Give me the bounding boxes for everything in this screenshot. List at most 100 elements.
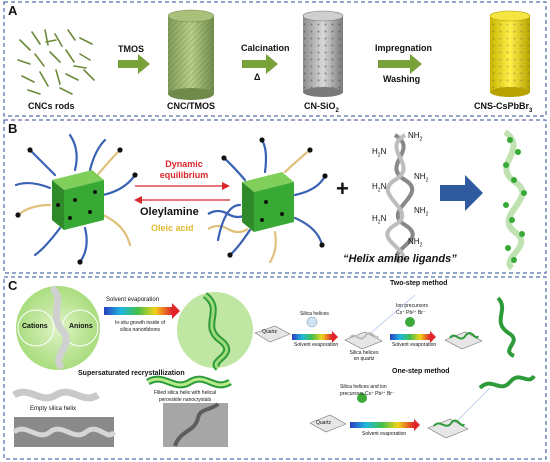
equilibrium-line-1: Dynamic (165, 159, 203, 169)
silica-helices-on-quartz (349, 332, 379, 340)
nh2-right-2: NH2 (414, 172, 428, 184)
insitu-line-2: silica nanoribbons (119, 327, 161, 333)
perovskite-helices-on-quartz (449, 332, 479, 340)
nh2-right-2-sub: 2 (425, 177, 429, 184)
helix-nanocrystal-chain (503, 129, 527, 271)
nanocrystal-right (216, 137, 328, 264)
arrow-calcination (242, 54, 278, 74)
cn-sio2-text: CN-SiO (304, 101, 336, 111)
filled-line-1: Filled silica helix with helical (154, 390, 216, 396)
label-cn-sio2: CN-SiO2 (304, 101, 339, 114)
insitu-line-1: In-situ growth inside of (114, 320, 166, 326)
label-quartz-1: Quartz (262, 329, 278, 335)
label-two-step-method: Two-step method (390, 280, 448, 287)
label-step-washing: Washing (383, 74, 421, 84)
nh2-right-1-text: NH (408, 131, 420, 140)
one-step-droplet (357, 393, 367, 403)
h2n-left-2-h: H (372, 182, 378, 191)
label-cations: Cations (22, 323, 48, 330)
panel-c-frame (3, 276, 547, 460)
rainbow-arrow-head (172, 303, 180, 319)
h2n-left-3: H2N (372, 214, 387, 226)
nh2-right-1-sub: 2 (419, 136, 423, 143)
rainbow-arrow-two-step-1 (292, 334, 332, 340)
rainbow-arrow-solvent-evaporation (104, 307, 172, 315)
label-one-step-line-1: Silica helices and ion (340, 384, 387, 390)
cns-cspbbr3-cylinder (489, 10, 531, 97)
label-oleic-acid: Oleic acid (151, 223, 194, 233)
nh2-right-4-text: NH (408, 237, 420, 246)
arrow-impregnation (378, 54, 422, 74)
arrow-tmos (118, 54, 150, 74)
nh2-right-1: NH2 (408, 131, 422, 143)
cnc-rods-cluster (17, 29, 95, 95)
label-one-step-method: One-step method (392, 368, 450, 375)
zoom-line-1 (371, 294, 416, 333)
silica-helices-droplet (306, 316, 318, 328)
label-silica-helices: Silica helices (300, 311, 329, 317)
label-anions: Anions (69, 323, 93, 330)
h2n-left-1: H2N (372, 147, 387, 159)
rainbow-arrow-head-3 (430, 331, 436, 343)
silica-on-quartz-line-2: on quartz (353, 356, 375, 362)
rainbow-arrow-head-2 (332, 331, 338, 343)
nh2-right-3: NH2 (414, 206, 428, 218)
label-supersaturated: Supersaturated recrystallization (78, 370, 185, 377)
ion-precursor-droplet (405, 317, 415, 327)
h2n-left-1-sub: 2 (377, 152, 381, 159)
label-solvent-evap-small-3: Solvent evaporation (362, 431, 407, 437)
cnc-tmos-cylinder (167, 9, 215, 100)
h2n-left-3-h: H (372, 214, 378, 223)
nh2-right-4: NH2 (408, 237, 422, 249)
h2n-left-2-sub: 2 (377, 187, 381, 194)
quartz-substrate-2 (309, 414, 347, 433)
quartz-with-perovskite (444, 331, 483, 350)
empty-silica-helix-image (12, 388, 100, 402)
cn-sio2-cylinder (302, 10, 344, 97)
cations-anions-circle (16, 285, 100, 371)
tem-filled-helix-pattern (173, 402, 220, 447)
label-step-tmos: TMOS (118, 44, 144, 54)
rainbow-arrow-two-step-2 (390, 334, 430, 340)
label-solvent-evaporation-main: Solvent evaporation (106, 297, 160, 303)
h2n-left-3-sub: 2 (377, 219, 381, 226)
panel-c-letter: C (8, 278, 18, 293)
panel-b-frame (3, 119, 547, 274)
label-cns-cspbbr3: CNS-CsPbBr3 (474, 101, 532, 114)
zoomed-perovskite-helix (496, 296, 516, 358)
helix-amine-ligand-structure (385, 133, 415, 264)
rainbow-arrow-head-4 (414, 419, 420, 431)
h2n-left-1-h: H (372, 147, 378, 156)
nh2-right-2-text: NH (414, 172, 426, 181)
one-step-helices (433, 419, 465, 427)
nh2-right-3-sub: 2 (425, 211, 429, 218)
label-empty-silica-helix: Empty silica helix (30, 406, 77, 412)
label-step-impregnation: Impregnation (375, 43, 433, 53)
zoom-line-2 (457, 387, 491, 421)
quartz-substrate-1 (254, 325, 291, 343)
label-solvent-evap-small-2: Solvent evaporation (392, 342, 437, 348)
panel-a-frame (3, 1, 547, 117)
filled-helix-circle (177, 292, 253, 371)
plus-sign: + (336, 176, 349, 201)
quartz-one-step-result (427, 418, 469, 439)
rainbow-arrow-one-step (350, 422, 414, 428)
equilibrium-line-2: equilibrium (159, 170, 209, 180)
cn-sio2-sub: 2 (335, 107, 339, 114)
label-ion-precursors: Ion precursors (396, 303, 428, 309)
quartz-with-helices (344, 331, 383, 350)
label-solvent-evap-small-1: Solvent evaporation (294, 342, 339, 348)
nanocrystal-left (14, 133, 138, 265)
label-quartz-2: Quartz (316, 420, 332, 426)
panel-b-letter: B (8, 121, 18, 136)
oleic-legend-line (207, 224, 249, 234)
panel-a-letter: A (8, 3, 18, 18)
equilibrium-arrows (134, 182, 230, 204)
one-step-zoomed-helix (478, 374, 536, 390)
